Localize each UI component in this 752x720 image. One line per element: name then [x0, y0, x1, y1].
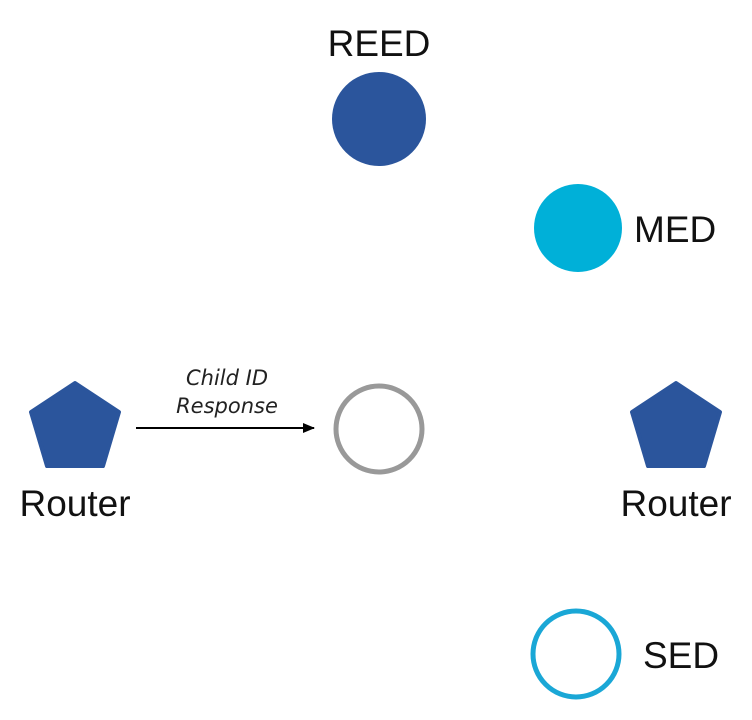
med-circle — [534, 184, 622, 272]
child-id-response-edge: Child ID Response — [136, 366, 315, 433]
reed-node: REED — [328, 23, 431, 166]
med-label: MED — [634, 209, 716, 250]
child-circle — [333, 383, 425, 475]
sed-circle — [530, 608, 622, 700]
child-node — [333, 383, 425, 475]
router-left-label: Router — [19, 483, 130, 524]
sed-label: SED — [643, 635, 719, 676]
reed-label: REED — [328, 23, 431, 64]
edge-label-line2: Response — [176, 394, 278, 418]
med-node: MED — [534, 184, 716, 272]
router-left-pentagon — [29, 381, 121, 468]
edge-label-line1: Child ID — [186, 366, 268, 390]
router-right-pentagon — [630, 381, 722, 468]
reed-circle — [332, 72, 426, 166]
router-left-node: Router — [19, 381, 131, 524]
sed-node: SED — [530, 608, 719, 700]
router-right-node: Router — [620, 381, 732, 524]
router-right-label: Router — [620, 483, 731, 524]
